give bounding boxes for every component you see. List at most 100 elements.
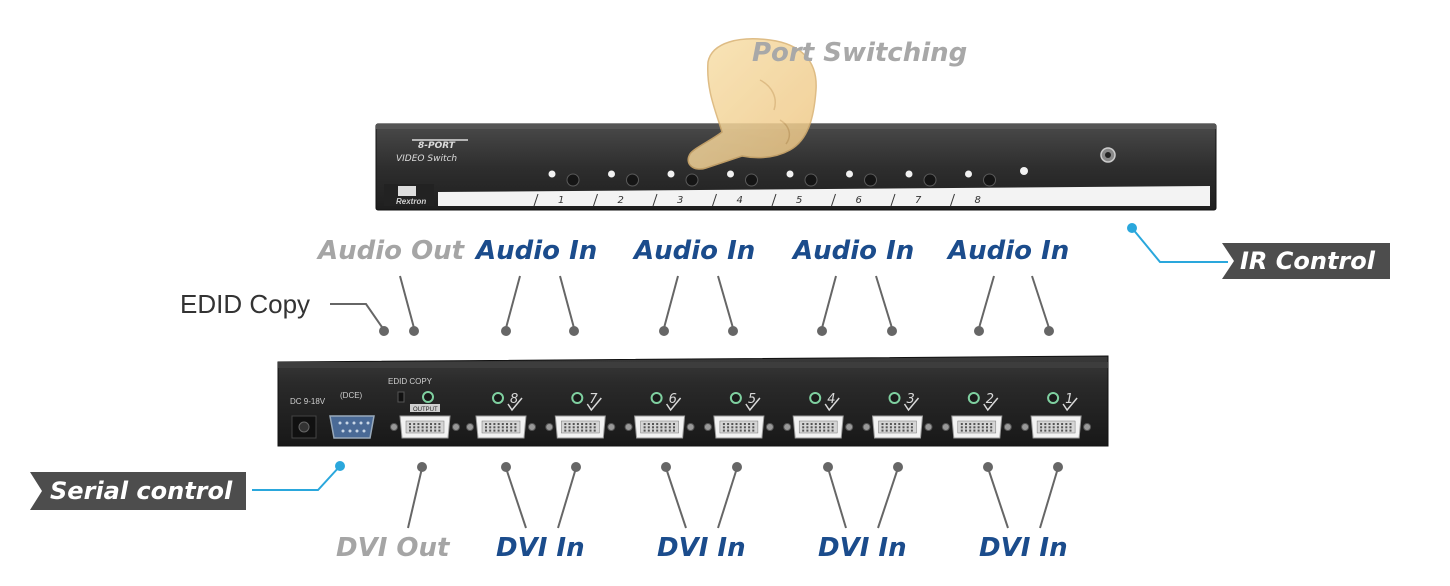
dvi-in-callout-dot <box>501 462 511 472</box>
audio-in-label-4: Audio In <box>948 236 1070 266</box>
dvi-input-port-icon-6 <box>624 415 695 439</box>
audio-in-callout-dot <box>974 326 984 336</box>
audio-in-label-2: Audio In <box>634 236 756 266</box>
dvi-input-port-icon-3 <box>862 415 933 439</box>
audio-in-callout-dot <box>501 326 511 336</box>
serial-label: (DCE) <box>340 391 363 400</box>
dvi-in-callout-line <box>1039 467 1059 529</box>
push-button-8[interactable] <box>983 173 996 187</box>
rear-port-number-5: 5 <box>748 392 756 407</box>
tag-shape <box>30 472 246 510</box>
dvi-input-port-icon-7 <box>545 415 616 439</box>
check-mark-icon <box>745 397 761 412</box>
ir-control-tag: IR Control <box>1222 243 1390 279</box>
rear-port-number-1: 1 <box>1065 392 1073 407</box>
audio-in-label-3: Audio In <box>793 236 915 266</box>
audio-jack-icon-3 <box>888 392 901 404</box>
dvi-in-callout-dot <box>1053 462 1063 472</box>
audio-in-callout-line <box>663 275 679 329</box>
push-button-3[interactable] <box>685 173 699 187</box>
push-button-6[interactable] <box>864 173 877 187</box>
dvi-in-callout-dot <box>661 462 671 472</box>
audio-jack-icon-6 <box>650 392 663 404</box>
dvi-input-port-icon-1 <box>1021 415 1092 439</box>
strip-divider <box>890 193 896 207</box>
rextron-logo-icon: Rextron <box>396 186 426 206</box>
rear-port-number-4: 4 <box>827 392 835 407</box>
dvi-in-callout-dot <box>571 462 581 472</box>
front-port-number-2: 2 <box>618 195 624 206</box>
audio-in-callout-line <box>875 275 893 329</box>
edid-copy-switch <box>397 391 405 403</box>
check-mark-icon <box>903 397 920 412</box>
check-mark-icon <box>1062 397 1078 412</box>
strip-divider <box>771 193 777 207</box>
power-label: DC 9-18V <box>290 397 326 406</box>
dvi-in-callout-dot <box>893 462 903 472</box>
check-mark-icon <box>983 397 999 412</box>
audio-jack-icon-5 <box>729 392 742 404</box>
led-icon-3 <box>667 170 675 178</box>
push-button-1[interactable] <box>566 173 580 187</box>
audio-in-callout-line <box>717 275 734 329</box>
audio-in-callout-line <box>978 275 995 329</box>
audio-in-callout-dot <box>728 326 738 336</box>
front-port-number-5: 5 <box>796 195 802 206</box>
audio-out-label: Audio Out <box>318 236 465 266</box>
strip-divider <box>950 193 955 207</box>
front-port-number-1: 1 <box>558 195 564 206</box>
dvi-in-callout-line <box>717 467 738 529</box>
serial-control-tag: Serial control <box>30 472 246 510</box>
output-label: OUTPUT <box>413 407 438 413</box>
rear-port-number-8: 8 <box>510 392 518 407</box>
audio-in-callout-dot <box>817 326 827 336</box>
tag-shape <box>1222 243 1390 279</box>
front-port-number-6: 6 <box>856 195 862 206</box>
push-button-5[interactable] <box>804 173 818 187</box>
dvi-in-callout-dot <box>732 462 742 472</box>
strip-divider <box>533 193 539 207</box>
audio-in-callout-line <box>505 275 521 329</box>
led-icon-6 <box>846 170 853 178</box>
edid-label: EDID COPY <box>388 377 433 386</box>
dvi-out-label: DVI Out <box>336 533 450 563</box>
rear-port-number-6: 6 <box>669 392 677 407</box>
front-port-number-3: 3 <box>677 195 683 206</box>
check-mark-icon <box>507 397 523 412</box>
dvi-input-port-icon-5 <box>703 415 774 439</box>
power-led-icon <box>1020 167 1028 175</box>
output-audio-jack-icon <box>422 391 434 403</box>
dvi-in-label-1: DVI In <box>496 533 585 563</box>
push-button-2[interactable] <box>626 173 639 187</box>
dvi-in-label-2: DVI In <box>657 533 746 563</box>
dvi-input-port-icon-2 <box>941 415 1012 439</box>
strip-divider <box>593 193 598 207</box>
front-port-number-7: 7 <box>915 195 922 206</box>
hand-pointer-icon <box>687 38 817 170</box>
rear-port-number-2: 2 <box>986 392 994 407</box>
dvi-in-callout-line <box>877 467 899 529</box>
dvi-input-port-icon-8 <box>466 415 536 439</box>
led-icon-5 <box>786 170 794 178</box>
audio-jack-icon-4 <box>809 392 822 404</box>
audio-in-callout-dot <box>887 326 897 336</box>
port-switching-label: Port Switching <box>752 38 968 68</box>
push-button-4[interactable] <box>745 173 758 187</box>
dvi-input-port-icon-4 <box>783 415 854 439</box>
push-button-7[interactable] <box>923 173 937 187</box>
logo-text: Rextron <box>396 197 426 206</box>
strip-divider <box>652 193 658 207</box>
audio-in-callout-dot <box>569 326 579 336</box>
dvi-output-port-icon <box>390 415 460 439</box>
rear-port-number-3: 3 <box>907 392 915 407</box>
check-mark-icon <box>665 397 682 412</box>
front-port-number-8: 8 <box>975 195 981 206</box>
callout-lines <box>252 223 1228 529</box>
dvi-in-callout-dot <box>823 462 833 472</box>
port-label-strip <box>438 186 1210 206</box>
ir-control-label: IR Control <box>1240 247 1375 275</box>
led-icon-7 <box>905 170 913 178</box>
audio-in-callout-dot <box>1044 326 1054 336</box>
